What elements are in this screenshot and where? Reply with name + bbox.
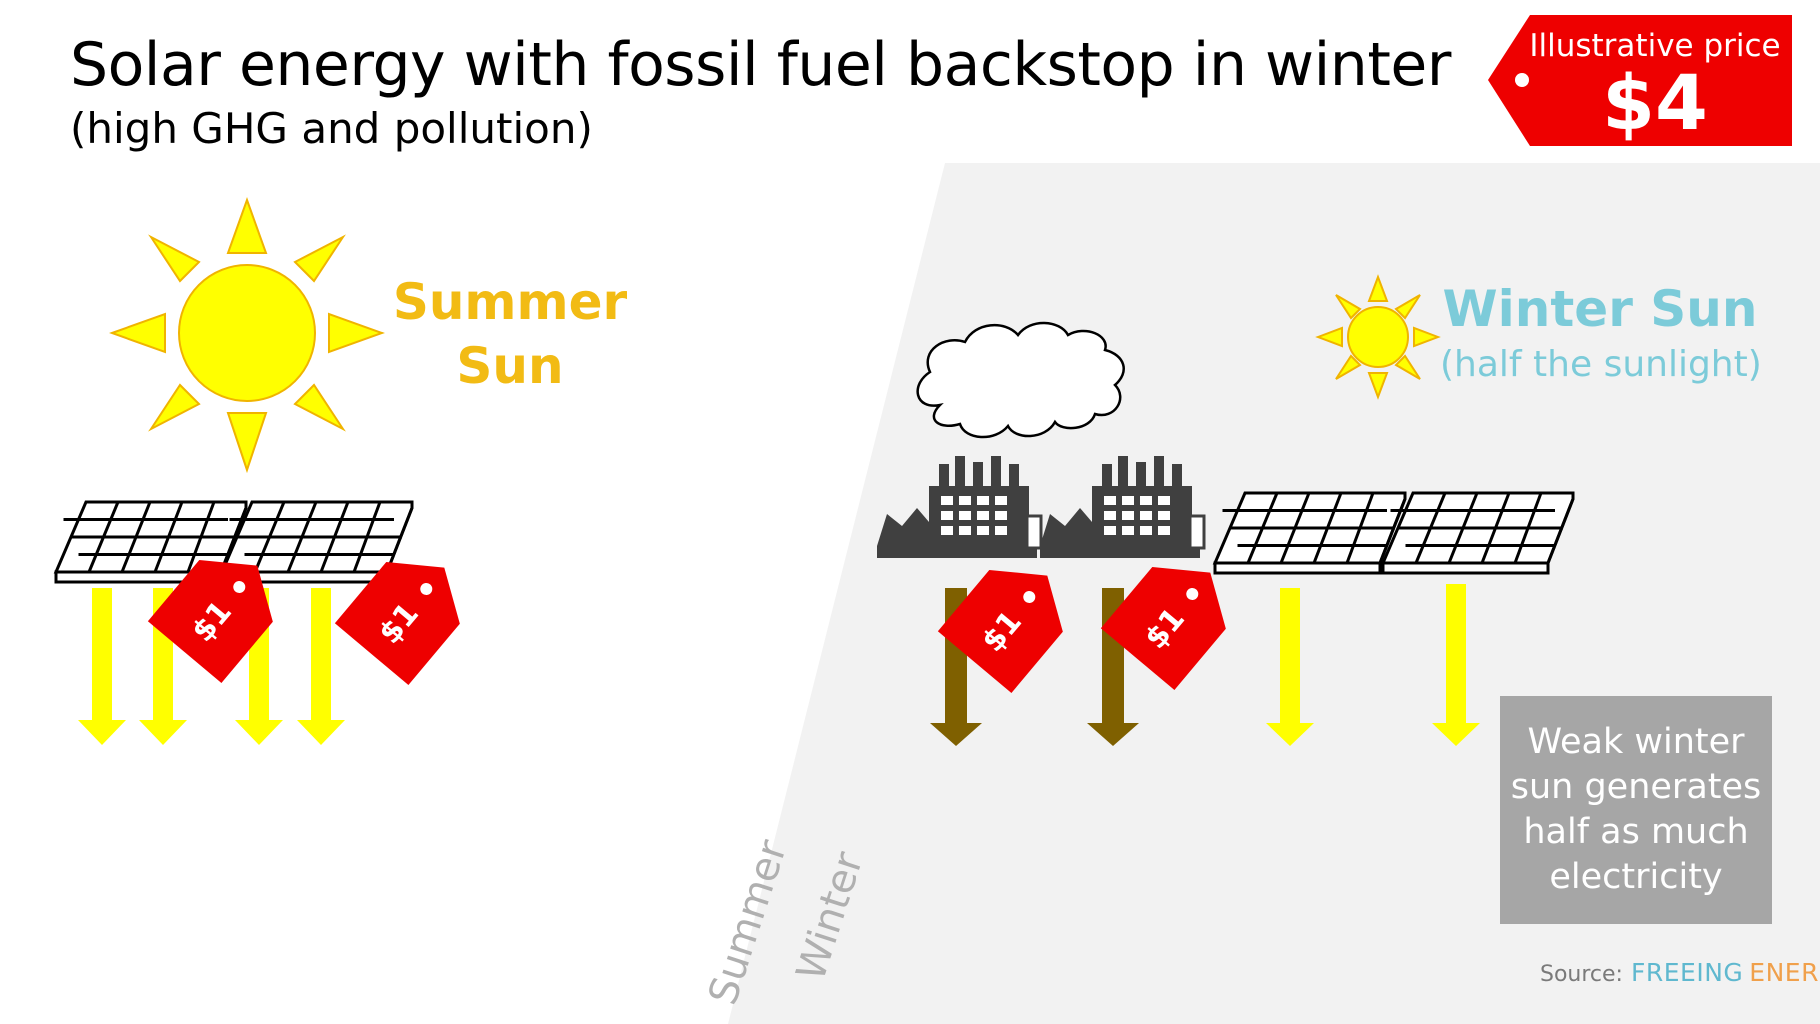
summer-sun-label: Summer Sun: [392, 273, 628, 395]
source-brand-part1: FREEING: [1630, 958, 1744, 987]
source-brand-part2: ENERGY: [1749, 958, 1820, 987]
source-prefix: Source:: [1540, 962, 1623, 987]
price-tag-icon: $1: [1100, 541, 1248, 690]
solar-panel-icon: [1381, 491, 1575, 575]
down-arrow-icon: [78, 588, 126, 745]
source-credit: Source: FREEINGENERGY: [1540, 958, 1820, 987]
price-tag-icon: $1: [147, 534, 295, 683]
winter-solar-arrows: [1266, 584, 1480, 746]
price-caption: Illustrative price: [1529, 28, 1781, 64]
price-tag-icon: $1: [937, 544, 1085, 693]
price-value: $4: [1602, 58, 1708, 147]
winter-sun-icon: [1315, 274, 1441, 400]
winter-sun-sublabel: (half the sunlight): [1440, 344, 1762, 385]
solar-panel-icon: [1213, 491, 1407, 575]
cloud-icon: [916, 321, 1125, 439]
illustrative-price-tag: [1488, 15, 1792, 146]
page-title: Solar energy with fossil fuel backstop i…: [70, 30, 1451, 100]
price-tag-icon: $1: [334, 536, 482, 685]
down-arrow-icon: [297, 588, 345, 745]
note-box: Weak winter sun generates half as much e…: [1500, 696, 1772, 924]
winter-sun-label: Winter Sun: [1442, 280, 1758, 338]
down-arrow-icon: [1432, 584, 1480, 746]
down-arrow-icon: [1266, 588, 1314, 746]
page-subtitle: (high GHG and pollution): [70, 104, 593, 153]
summer-energy-arrows: [78, 588, 345, 745]
summer-sun-icon: [109, 197, 385, 474]
note-text: Weak winter sun generates half as much e…: [1510, 722, 1762, 897]
